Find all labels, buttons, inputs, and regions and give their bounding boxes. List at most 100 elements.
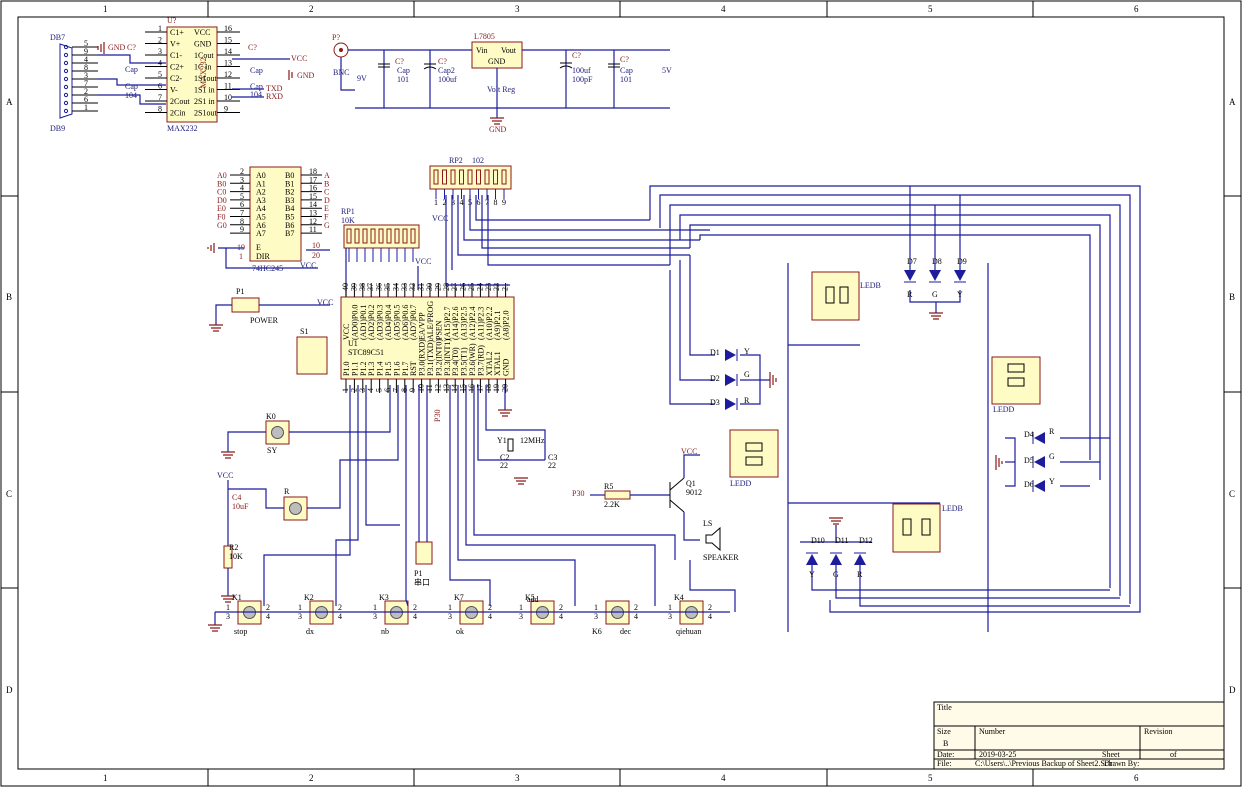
key-pin-number: 3: [298, 612, 302, 621]
mcu-top-pin-name: (AD5)P0.5: [392, 305, 401, 340]
uart-header-ref: P1: [414, 569, 422, 578]
power-out-voltage: 5V: [662, 66, 672, 75]
hc245-b-net: D: [324, 196, 330, 205]
rp2-pin-number: 7: [485, 198, 489, 207]
display-west-label: LEDD: [730, 479, 752, 488]
key-label: dx: [306, 627, 314, 636]
led-d7: [904, 270, 916, 283]
rp1-resistor: [386, 228, 392, 244]
hc245-dir-pin: DIR: [256, 252, 270, 261]
power-in-voltage: 9V: [357, 74, 367, 83]
display-west: LEDD: [729, 429, 779, 488]
rp2-resistor: [476, 169, 481, 185]
max232-left-pin-number: 8: [158, 105, 162, 114]
mcu-top-pin-name: (A12)P2.4: [468, 306, 477, 340]
stc89c51-mcu: [340, 296, 515, 380]
power-c4-ref: C?: [620, 55, 629, 64]
rp1-resistor: [402, 228, 408, 244]
db-bottom-label: DB9: [50, 124, 65, 133]
key-label: nb: [381, 627, 389, 636]
key-ref: K2: [304, 593, 314, 602]
power-switch-label: POWER: [250, 316, 279, 325]
r5-resistor: [604, 490, 631, 500]
power-switch-ref: P1: [236, 287, 244, 296]
mcu-block: U1 STC89C51 40VCC39(AD0)P0.038(AD1)P0.13…: [340, 283, 557, 485]
zone-row-c-right: C: [1229, 489, 1235, 499]
of-label: of: [1170, 750, 1177, 759]
mcu-bottom-pin-name: P3.7(RD): [476, 345, 485, 376]
mcu-top-pin-name: (AD2)P0.2: [367, 305, 376, 340]
drawn-label: Drawn By:: [1104, 759, 1139, 768]
mcu-top-pin-name: ALE/PROG: [426, 301, 435, 340]
hc245-a-pin-name: A2: [256, 188, 266, 197]
db9-pin-number: 4: [84, 55, 88, 64]
uart-header-p1: [415, 541, 433, 565]
mcu-bottom-pin-number: 3: [358, 388, 367, 392]
led-d11-ref: D11: [835, 536, 848, 545]
mcu-vcc-top: VCC: [415, 257, 431, 266]
led-d9-color: Y: [957, 290, 963, 299]
mcu-top-pin-name: (A14)P2.6: [451, 306, 460, 340]
zone-col-1-top: 1: [103, 4, 108, 14]
led-d5-color: G: [1049, 452, 1055, 461]
db9-pin-dot: [63, 76, 69, 82]
hc245-a-pin-name: A4: [256, 204, 266, 213]
mcu-top-pin-name: (A11)P2.3: [476, 307, 485, 340]
max232-side-label: MAX232: [199, 57, 208, 88]
key-pin-number: 2: [488, 603, 492, 612]
mcu-top-pin-number: 35: [383, 283, 392, 291]
rp2-pin-number: 9: [502, 198, 506, 207]
r2-value: 10K: [229, 552, 243, 561]
mcu-top-pin-name: (AD3)P0.3: [376, 305, 385, 340]
max232-right-pin-number: 14: [224, 47, 232, 56]
led-d4-ref: D4: [1024, 430, 1034, 439]
rp1-resistor: [378, 228, 384, 244]
mcu-top-pin-number: 33: [400, 283, 409, 291]
key-pin-number: 4: [708, 612, 712, 621]
rp2-resistor: [450, 169, 456, 185]
mcu-bottom-pin-name: P3.0(RXD): [418, 339, 427, 376]
key-pin-number: 4: [266, 612, 270, 621]
power-connector-ref: P?: [332, 33, 340, 42]
key-pin-number: 1: [594, 603, 598, 612]
hc245-a-pin-number: 9: [240, 225, 244, 234]
db9-pin-number: 8: [84, 63, 88, 72]
hc245-a-net: A0: [217, 171, 227, 180]
max232-right-pin-number: 12: [224, 70, 232, 79]
s1-ref: S1: [300, 327, 308, 336]
mcu-bottom-pin-name: P1.5: [384, 362, 393, 376]
key-pin-number: 3: [594, 612, 598, 621]
mcu-top-pin-number: 29: [433, 283, 442, 291]
mcu-bottom-pin-number: 15: [459, 384, 468, 392]
mcu-bottom-pin-name: P3.1(TXD): [426, 339, 435, 376]
led-d3: [725, 398, 738, 410]
rp2-pin-number: 2: [443, 198, 447, 207]
db9-pin-dot: [63, 60, 69, 66]
key-pin-number: 4: [413, 612, 417, 621]
rp1-resistor: [362, 228, 368, 244]
zone-row-d-left: D: [6, 685, 13, 695]
led-d6-color: Y: [1049, 477, 1055, 486]
led-diodes: D1 Y D2 G D3 R D4 R D5 G D6 Y D7 R D8 G …: [710, 257, 1055, 579]
mcu-c3-ref: C3: [548, 453, 557, 462]
led-d5: [1032, 456, 1045, 468]
power-c1-value: 101: [397, 75, 409, 84]
zone-col-3-top: 3: [515, 4, 520, 14]
zone-row-a-left: A: [6, 97, 13, 107]
mcu-bottom-pin-number: 5: [375, 388, 384, 392]
rp2-resistor: [442, 169, 447, 185]
hc245-a-pin-name: A7: [256, 229, 266, 238]
db9-pin-number: 1: [84, 103, 88, 112]
key-label: dec: [620, 627, 632, 636]
hc245-pin10: 10: [312, 241, 320, 250]
mcu-bottom-pin-name: RST: [409, 361, 418, 376]
keys-vcc: VCC: [217, 471, 233, 480]
seven-segment-displays: LEDB LEDD LEDD LEDB: [729, 271, 1041, 553]
max232-left-pin-number: 4: [158, 59, 162, 68]
mcu-ref: U1: [348, 339, 358, 348]
max232-right-pin-number: 16: [224, 24, 232, 33]
zone-labels: 1 2 3 4 5 6 1 2 3 4 5 6 A B C D A B C D: [6, 4, 1236, 783]
key-pin-number: 2: [266, 603, 270, 612]
rp1-resistor: [394, 228, 400, 244]
hc245-b-pin-number: 16: [309, 184, 317, 193]
